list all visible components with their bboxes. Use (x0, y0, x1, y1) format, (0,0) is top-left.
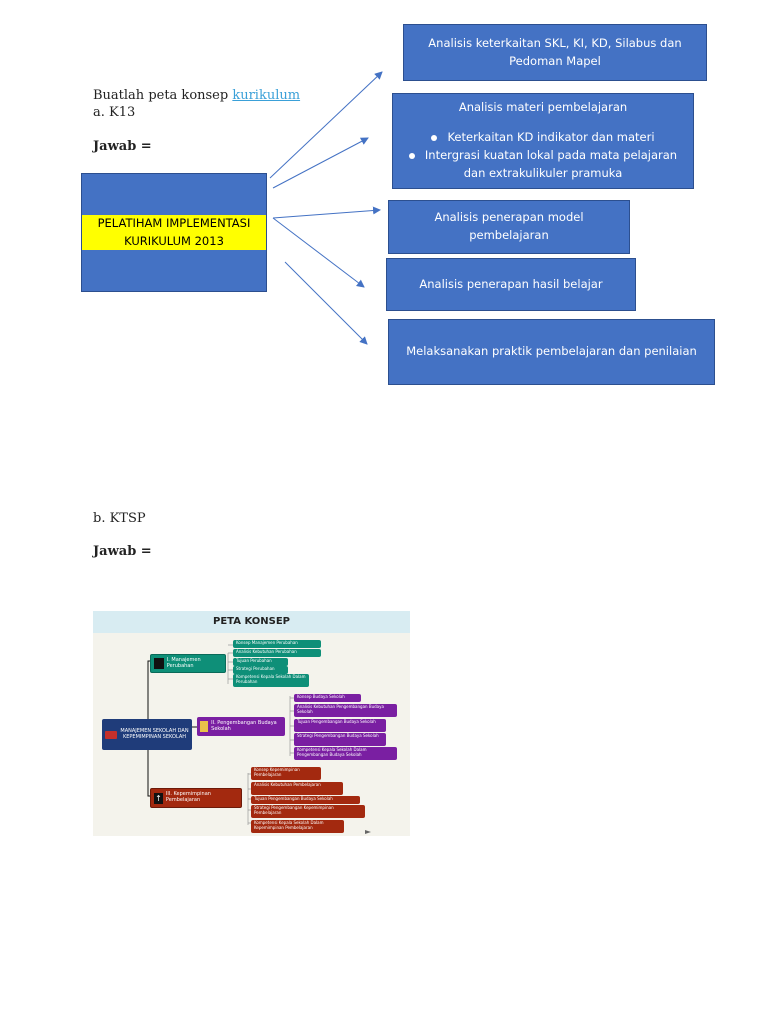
ktsp-leaf: Tujuan Pengembangan Budaya Sekolah (251, 796, 360, 804)
ktsp-leaf: Kompetensi Kepala Sekolah Dalam Pengemba… (294, 747, 397, 760)
ktsp-leaf: Strategi Perubahan (233, 666, 288, 674)
kurikulum-link[interactable]: kurikulum (232, 88, 301, 103)
arrow-1 (269, 71, 383, 179)
k13-box-4: Analisis penerapan hasil belajar (386, 258, 636, 311)
ktsp-leaf: Konsep Manajemen Perubahan (233, 640, 321, 648)
ktsp-map-title: PETA KONSEP (93, 611, 410, 633)
k13-box-5: Melaksanakan praktik pembelajaran dan pe… (388, 319, 715, 385)
ktsp-concept-map: PETA KONSEP MANAJEMEN SEKOLAH DAN KEPEMI… (93, 611, 410, 836)
k13-box-2: Analisis materi pembelajaran Keterkaitan… (392, 93, 694, 189)
ktsp-leaf: Tujuan Perubahan (233, 658, 288, 666)
ktsp-branch-3: ↑ III. Kepemimpinan Pembelajaran (150, 788, 242, 808)
building-icon (200, 721, 209, 732)
k13-arrows (269, 71, 383, 345)
section-b-answer-label: Jawab = (93, 544, 152, 559)
ktsp-branch-1: I. Manajemen Perubahan (150, 654, 226, 673)
k13-box-1: Analisis keterkaitan SKL, KI, KD, Silabu… (403, 24, 707, 81)
people-icon (154, 658, 164, 669)
section-a-answer-label: Jawab = (93, 139, 152, 154)
ktsp-branch-2: II. Pengembangan Budaya Sekolah (197, 717, 285, 736)
arrow-up-icon: ↑ (154, 792, 163, 804)
root-people-icon (105, 730, 117, 739)
ktsp-leaf: Konsep Budaya Sekolah (294, 694, 361, 702)
ktsp-leaf: Analisis Kebutuhan Pengembangan Budaya S… (294, 704, 397, 717)
k13-center-label: PELATIHAM IMPLEMENTASI KURIKULUM 2013 (82, 215, 266, 250)
ktsp-leaf: Konsep Kepemimpinan Pembelajaran (251, 767, 321, 780)
k13-center-box: PELATIHAM IMPLEMENTASI KURIKULUM 2013 (81, 173, 267, 292)
bullet-item: Intergrasi kuatan lokal pada mata pelaja… (407, 147, 679, 183)
k13-box-2-bullets: Keterkaitan KD indikator dan materi Inte… (407, 129, 679, 182)
ktsp-root-node: MANAJEMEN SEKOLAH DAN KEPEMIMPINAN SEKOL… (102, 719, 192, 750)
bullet-item: Keterkaitan KD indikator dan materi (407, 129, 679, 147)
arrow-2 (272, 137, 369, 189)
arrow-5 (284, 261, 368, 345)
arrow-4 (272, 217, 365, 288)
section-a-label: a. K13 (93, 105, 136, 120)
ktsp-leaf: Kompetensi Kepala Sekolah Dalam Kepemimp… (251, 820, 344, 833)
ktsp-leaf: Analisis Kebutuhan Perubahan (233, 649, 321, 657)
k13-box-3: Analisis penerapan model pembelajaran (388, 200, 630, 254)
ktsp-leaf: Strategi Pengembangan Kepemimpinan Pembe… (251, 805, 365, 818)
ktsp-leaf: Tujuan Pengembangan Budaya Sekolah (294, 719, 386, 732)
arrow-3 (272, 206, 381, 219)
ktsp-leaf: Strategi Pengembangan Budaya Sekolah (294, 733, 386, 746)
ktsp-leaf: Analisis Kebutuhan Pembelajaran (251, 782, 343, 795)
ktsp-leaf: Kompetensi Kepala Sekolah Dalam Perubaha… (233, 674, 309, 687)
section-a-prompt: Buatlah peta konsep kurikulum (93, 88, 301, 103)
section-b-label: b. KTSP (93, 511, 146, 526)
